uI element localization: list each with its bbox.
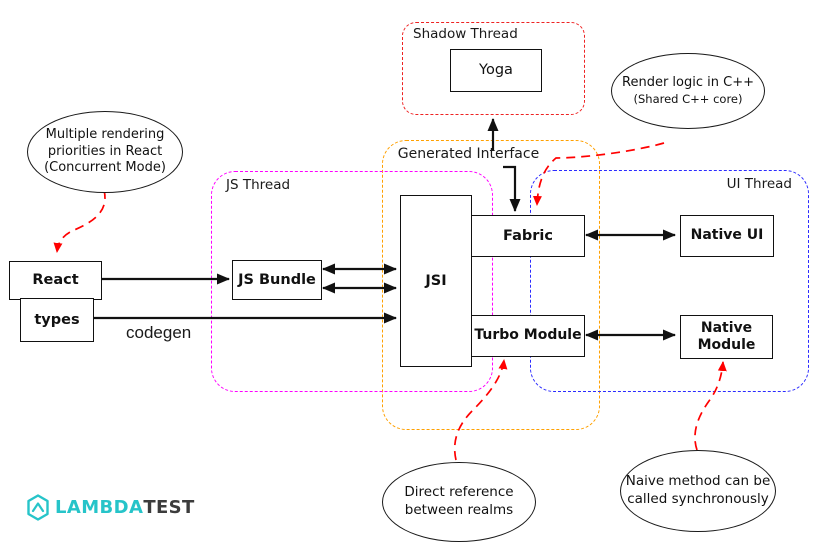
node-types-label: types [34, 311, 80, 328]
callout-render-cpp-line2: (Shared C++ core) [633, 91, 743, 106]
node-native-ui: Native UI [680, 215, 774, 257]
logo-text-lambda: LAMBDA [55, 497, 144, 518]
callout-naive-line2: called synchronously [627, 491, 769, 507]
node-yoga-label: Yoga [479, 62, 513, 79]
js-thread-label: JS Thread [226, 177, 291, 193]
codegen-label: codegen [126, 323, 192, 342]
ui-thread-container: UI Thread [530, 170, 809, 392]
callout-concurrent-line3: (Concurrent Mode) [44, 160, 166, 176]
js-thread-container: JS Thread [211, 171, 493, 392]
generated-interface-label: Generated Interface [397, 146, 540, 162]
node-native-module: Native Module [680, 315, 773, 359]
shadow-thread-container: Shadow Thread [402, 22, 585, 115]
node-fabric: Fabric [471, 215, 585, 257]
node-yoga: Yoga [450, 49, 542, 92]
callout-render-cpp-line1: Render logic in C++ [622, 75, 754, 91]
shadow-thread-label: Shadow Thread [413, 26, 518, 42]
node-native-module-label: Native Module [697, 319, 756, 354]
node-native-ui-label: Native UI [690, 227, 764, 244]
callout-concurrent-line1: Multiple rendering [45, 126, 165, 142]
callout-concurrent-line2: priorities in React [47, 143, 163, 159]
callout-concurrent-mode: Multiple rendering priorities in React (… [27, 111, 183, 193]
callout-direct-ref-line1: Direct reference [404, 484, 514, 501]
node-react: React [9, 261, 102, 300]
node-js-bundle-label: JS Bundle [238, 271, 316, 288]
node-jsi-label: JSI [425, 272, 447, 289]
callout-render-cpp: Render logic in C++ (Shared C++ core) [611, 53, 765, 129]
node-js-bundle: JS Bundle [232, 260, 322, 300]
node-turbo-module: Turbo Module [471, 315, 585, 357]
node-jsi: JSI [400, 195, 472, 367]
lambdatest-hexagon-icon [27, 494, 49, 521]
callout-naive-line1: Naive method can be [625, 473, 771, 490]
annotation-arrow-concurrent-to-react [53, 189, 106, 253]
node-turbo-module-label: Turbo Module [474, 327, 582, 344]
node-react-label: React [32, 272, 79, 289]
node-fabric-label: Fabric [503, 227, 553, 244]
logo-text-test: TEST [143, 497, 195, 518]
callout-direct-ref-line2: between realms [404, 502, 514, 518]
ui-thread-label: UI Thread [726, 176, 792, 192]
node-types: types [20, 298, 94, 342]
callout-naive-method: Naive method can be called synchronously [620, 450, 776, 532]
callout-direct-reference: Direct reference between realms [382, 462, 536, 542]
